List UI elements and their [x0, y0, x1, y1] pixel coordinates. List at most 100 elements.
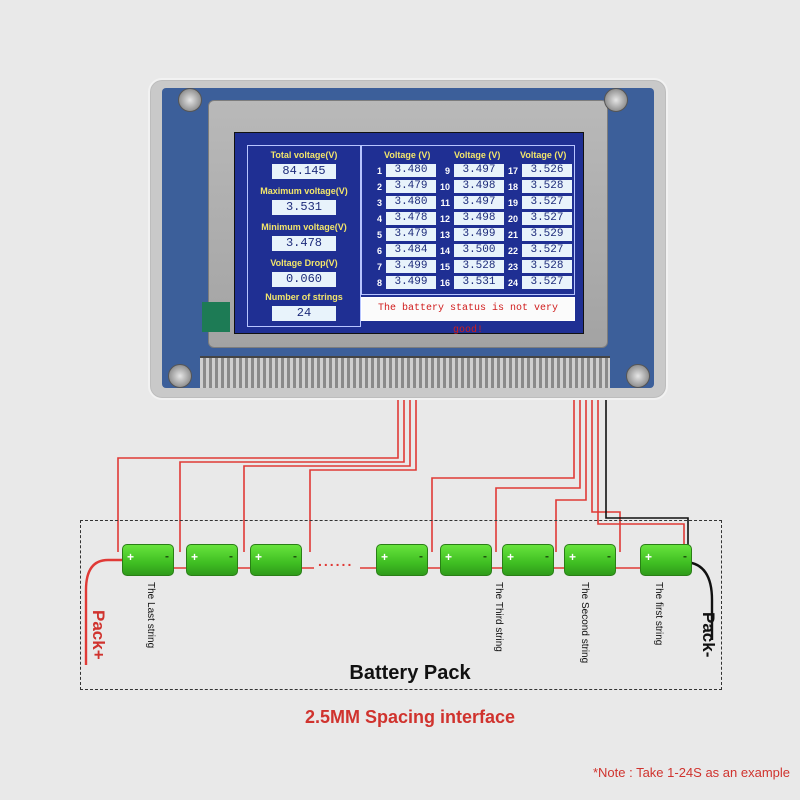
cell-number: 9	[444, 166, 450, 176]
wire-lead	[597, 400, 685, 552]
voltage-drop-value: 0.060	[272, 272, 336, 287]
cell-voltage: 3.499	[454, 228, 504, 241]
wire-pack-plus	[84, 558, 122, 665]
minus-terminal: -	[545, 549, 549, 563]
cell-number: 5	[376, 230, 382, 240]
string-label-first: The first string	[653, 582, 664, 646]
ellipsis: ......	[318, 553, 354, 569]
cell-number: 18	[507, 182, 518, 192]
cell-number: 15	[439, 262, 450, 272]
minus-terminal: -	[607, 549, 611, 563]
string-label-last: The Last string	[145, 582, 156, 649]
battery-cell: +-	[640, 544, 692, 576]
strings-label: Number of strings	[265, 292, 343, 302]
cell-number: 20	[507, 214, 518, 224]
cell-number: 7	[376, 262, 382, 272]
note-text: *Note : Take 1-24S as an example	[592, 765, 790, 780]
cell-number: 3	[376, 198, 382, 208]
string-label-second: The Second string	[579, 582, 590, 664]
plus-terminal: +	[381, 550, 389, 564]
plus-terminal: +	[645, 550, 653, 564]
cell-number: 1	[376, 166, 382, 176]
column-header: Voltage (V)	[454, 150, 501, 160]
voltage-drop-label: Voltage Drop(V)	[270, 258, 338, 268]
wire-lead	[309, 400, 417, 552]
min-voltage-value: 3.478	[272, 236, 336, 251]
cell-voltage: 3.528	[522, 180, 572, 193]
cell-voltage: 3.479	[386, 228, 436, 241]
cell-number: 21	[507, 230, 518, 240]
screw-icon	[168, 364, 192, 388]
pin-header	[200, 356, 610, 388]
wire-lead	[555, 400, 587, 552]
minus-terminal: -	[165, 549, 169, 563]
cell-voltage: 3.498	[454, 212, 504, 225]
max-voltage-value: 3.531	[272, 200, 336, 215]
cell-voltage: 3.527	[522, 244, 572, 257]
cell-number: 14	[439, 246, 450, 256]
wire-ground	[605, 400, 689, 562]
cell-number: 8	[376, 278, 382, 288]
plus-terminal: +	[127, 550, 135, 564]
cell-number: 16	[439, 278, 450, 288]
cell-voltage: 3.498	[454, 180, 504, 193]
total-voltage-value: 84.145	[272, 164, 336, 179]
minus-terminal: -	[229, 549, 233, 563]
cell-voltage: 3.531	[454, 276, 504, 289]
min-voltage-label: Minimum voltage(V)	[261, 222, 347, 232]
battery-pack-box	[80, 520, 722, 690]
wire-lead	[117, 400, 399, 552]
cell-number: 12	[439, 214, 450, 224]
strings-value: 24	[272, 306, 336, 321]
cell-voltage: 3.484	[386, 244, 436, 257]
minus-terminal: -	[293, 549, 297, 563]
total-voltage-label: Total voltage(V)	[270, 150, 338, 160]
cell-number: 19	[507, 198, 518, 208]
cell-voltage: 3.527	[522, 196, 572, 209]
cell-voltage: 3.478	[386, 212, 436, 225]
minus-terminal: -	[483, 549, 487, 563]
cell-number: 23	[507, 262, 518, 272]
string-label-third: The Third string	[493, 582, 504, 652]
battery-cell: +-	[440, 544, 492, 576]
cell-voltage: 3.527	[522, 276, 572, 289]
screen-tab	[202, 302, 230, 332]
wire-lead	[243, 400, 411, 552]
cell-voltage: 3.499	[386, 260, 436, 273]
battery-cell: +-	[122, 544, 174, 576]
cell-number: 4	[376, 214, 382, 224]
cell-voltage: 3.480	[386, 196, 436, 209]
summary-panel: Total voltage(V) 84.145 Maximum voltage(…	[247, 145, 361, 327]
cell-voltage: 3.528	[522, 260, 572, 273]
battery-pack-title: Battery Pack	[349, 662, 471, 684]
cell-voltage: 3.529	[522, 228, 572, 241]
cell-voltage: 3.526	[522, 164, 572, 177]
lcd-screen: Total voltage(V) 84.145 Maximum voltage(…	[234, 132, 584, 336]
battery-cell: +-	[502, 544, 554, 576]
cell-voltage: 3.497	[454, 164, 504, 177]
pack-plus-label: Pack+	[89, 610, 108, 660]
cell-number: 6	[376, 246, 382, 256]
cell-number: 22	[507, 246, 518, 256]
plus-terminal: +	[507, 550, 515, 564]
wire-lead	[431, 400, 575, 552]
plus-terminal: +	[445, 550, 453, 564]
cell-voltage: 3.479	[386, 180, 436, 193]
cell-voltage: 3.497	[454, 196, 504, 209]
cell-number: 24	[507, 278, 518, 288]
pack-minus-label: Pack-	[699, 612, 718, 658]
plus-terminal: +	[191, 550, 199, 564]
cell-voltage: 3.499	[386, 276, 436, 289]
cell-number: 13	[439, 230, 450, 240]
cell-number: 10	[439, 182, 450, 192]
battery-cell: +-	[564, 544, 616, 576]
status-message: The battery status is not very good!	[361, 297, 575, 336]
plus-terminal: +	[569, 550, 577, 564]
screw-icon	[178, 88, 202, 112]
cell-number: 17	[507, 166, 518, 176]
max-voltage-label: Maximum voltage(V)	[260, 186, 348, 196]
screw-icon	[604, 88, 628, 112]
cell-number: 11	[440, 198, 450, 208]
cell-voltage: 3.500	[454, 244, 504, 257]
